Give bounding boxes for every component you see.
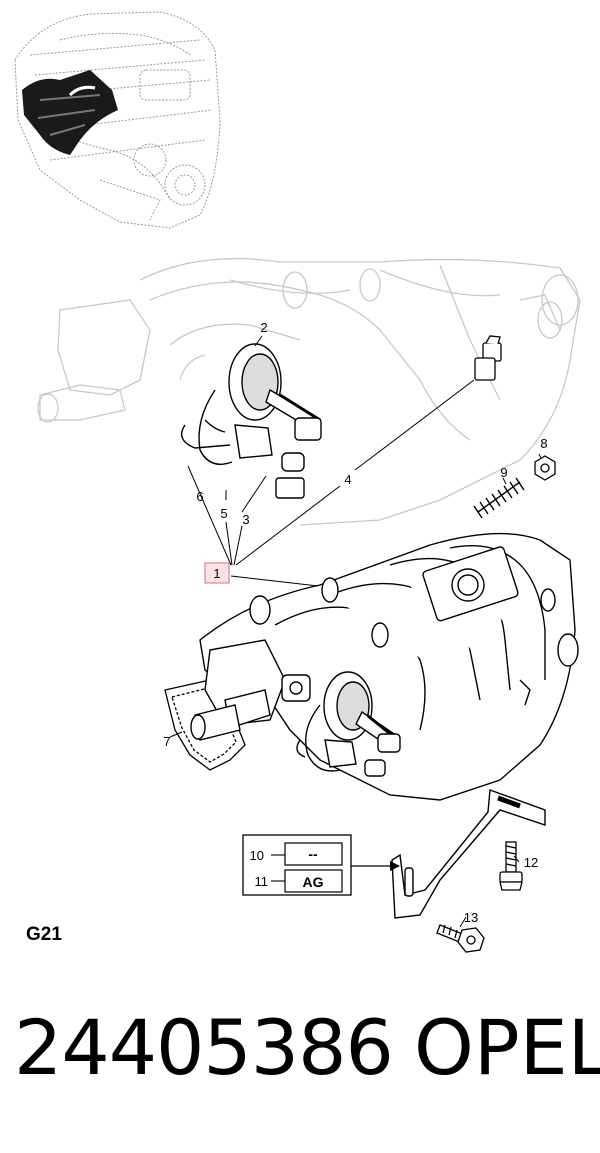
group-code-label: G21: [26, 924, 62, 945]
bolt-item-13: [436, 924, 485, 953]
callouts: 1 2 3 4 5 6 7 8 9 10 11 12 13: [163, 320, 547, 925]
callout-1-highlight: [204, 562, 230, 584]
callout-5: 5: [220, 506, 227, 521]
variant-row-10-value: --: [308, 846, 318, 862]
sensor-item-4: [474, 335, 502, 381]
callout-3: 3: [242, 512, 249, 527]
main-intake-manifold: [199, 532, 579, 801]
stud-item-9: [473, 477, 525, 519]
callout-11: 11: [255, 874, 269, 889]
exploded-parts-diagram: -- AG 1 2 3 4 5 6 7 8 9 10 11 12: [14, 11, 581, 953]
leader-lines: [169, 335, 542, 928]
callout-8: 8: [540, 436, 547, 451]
bolt-item-12: [499, 841, 523, 891]
variant-legend-box: -- AG: [242, 834, 352, 896]
callout-13: 13: [464, 910, 478, 925]
coolant-outlet: [190, 639, 311, 741]
part-number: 24405386: [14, 1003, 394, 1092]
callout-7: 7: [163, 734, 170, 749]
background-manifold-ghost: [37, 257, 581, 526]
bracket: [391, 789, 546, 919]
callout-4: 4: [344, 472, 351, 487]
engine-overview-thumbnail: [14, 11, 221, 229]
callout-9: 9: [500, 465, 507, 480]
upper-vacuum-actuator: [181, 343, 322, 499]
brand-name: OPEL: [414, 1003, 600, 1092]
variant-row-11-value: AG: [303, 874, 324, 890]
callout-1: 1: [213, 566, 220, 581]
nut-item-8: [534, 455, 556, 481]
callout-12: 12: [524, 855, 538, 870]
callout-2: 2: [260, 320, 267, 335]
callout-6: 6: [196, 489, 203, 504]
variant-arrow: [351, 861, 400, 871]
lower-vacuum-actuator: [296, 671, 401, 777]
callout-10: 10: [250, 848, 264, 863]
engine-highlight-region: [22, 70, 118, 155]
